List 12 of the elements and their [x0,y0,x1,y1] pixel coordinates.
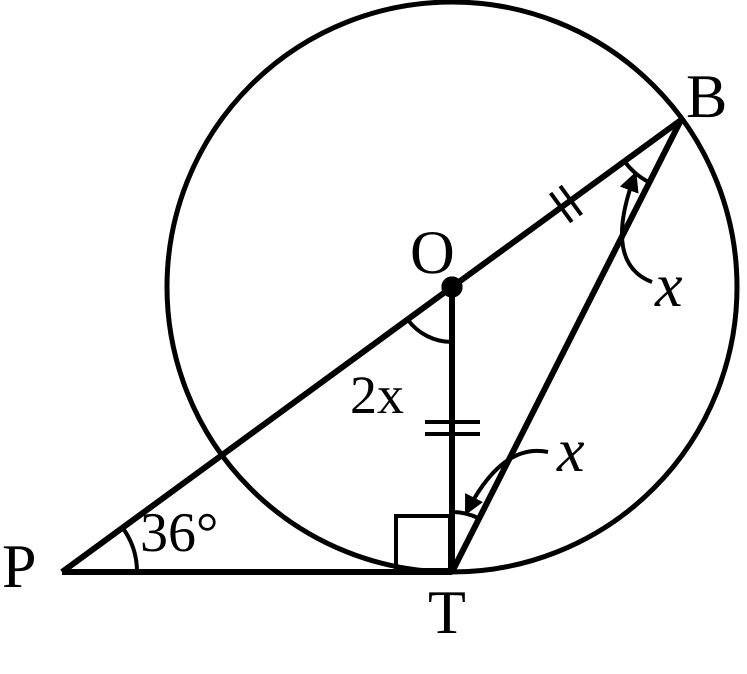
leader-arrow [620,171,653,284]
line-segment [62,569,452,575]
angle-label: 36° [140,505,218,561]
point-label: P [2,536,36,598]
point-label: B [686,66,728,128]
leader-arrow [464,448,548,516]
angle-arc [622,160,650,184]
angle-label: 2x [350,368,404,422]
angle-label: x [655,255,683,317]
point-label: O [410,222,455,284]
point-label: T [428,582,466,644]
angle-label: x [557,420,585,482]
